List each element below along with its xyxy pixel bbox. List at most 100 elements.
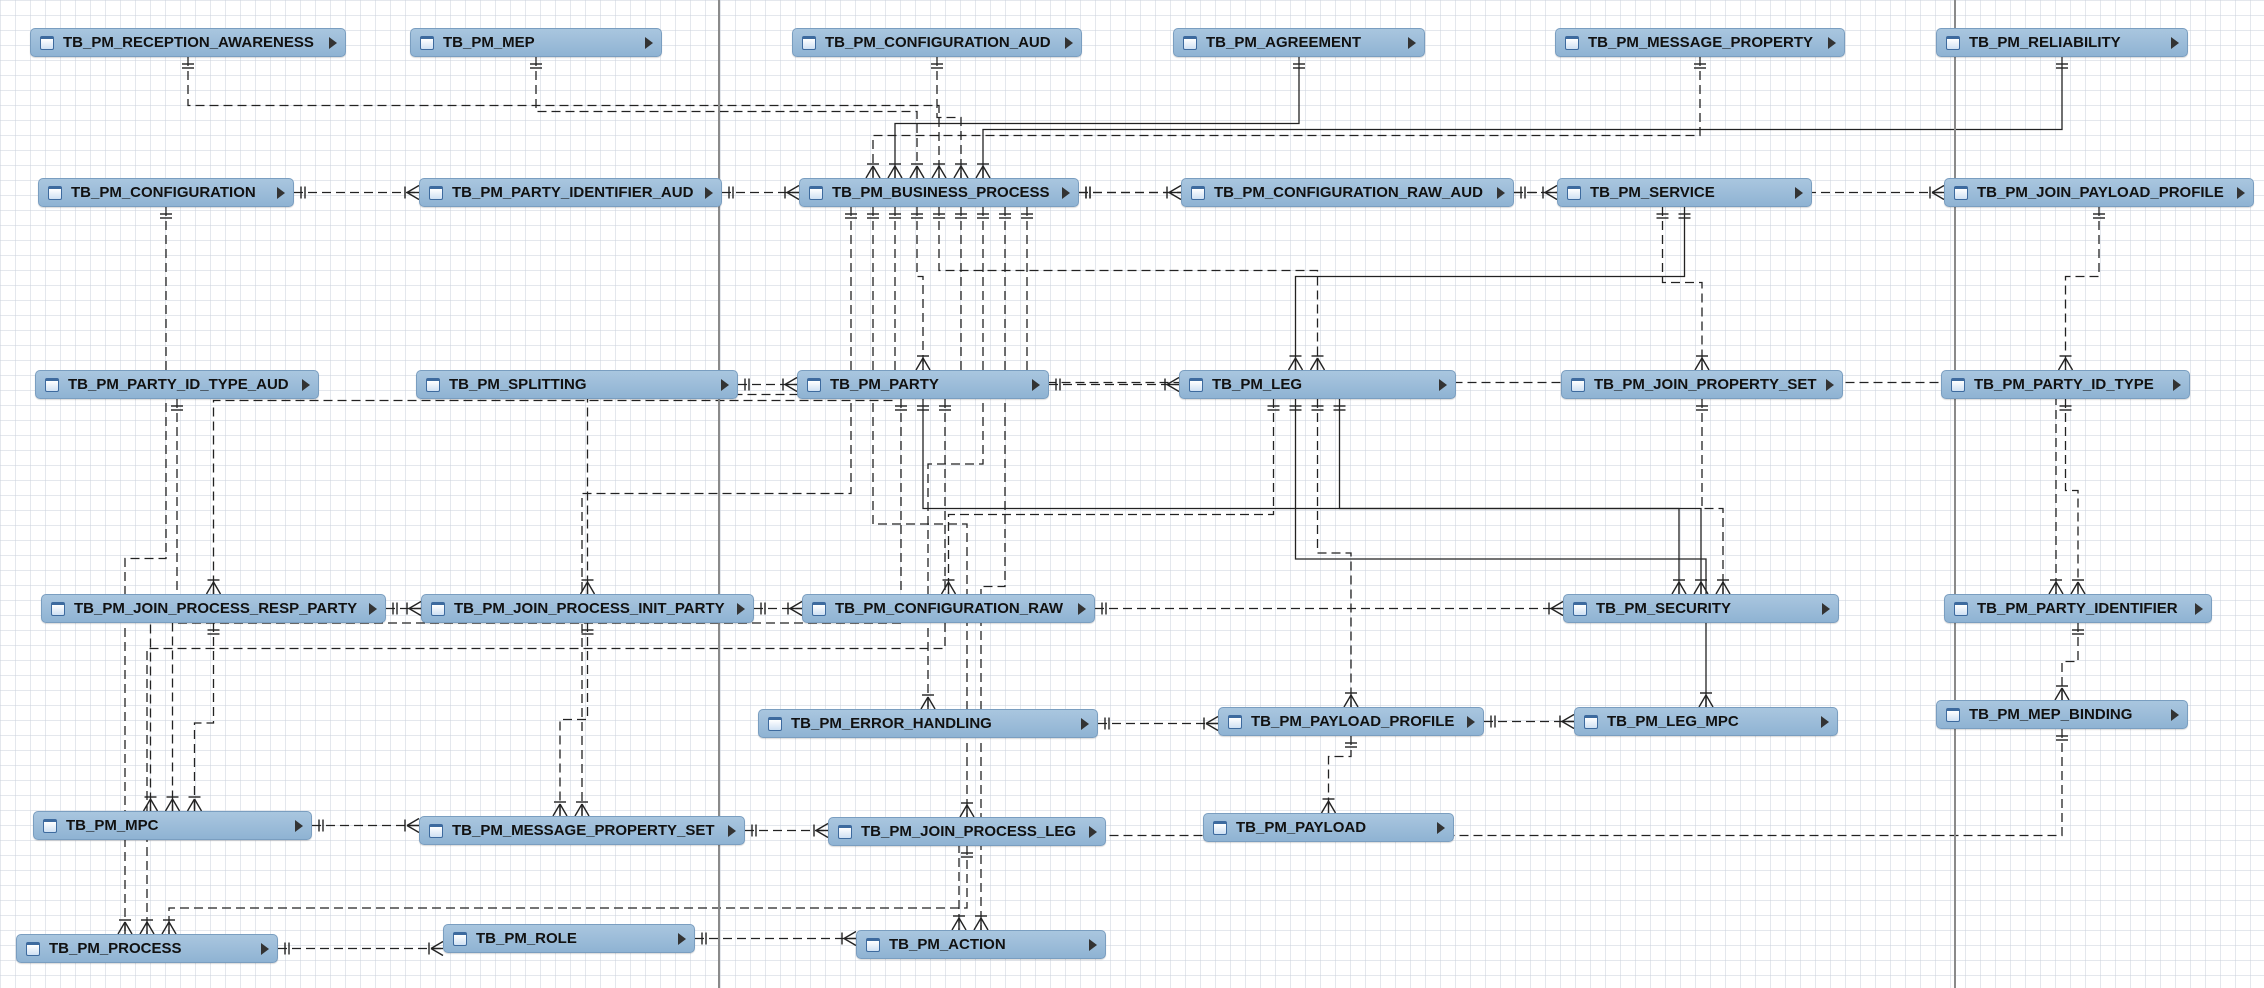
expand-arrow-icon[interactable] (2173, 378, 2181, 391)
entity-name: TB_PM_SPLITTING (449, 376, 587, 393)
entity-reliability[interactable]: TB_PM_RELIABILITY (1936, 28, 2188, 57)
entity-business-process[interactable]: TB_PM_BUSINESS_PROCESS (799, 178, 1079, 207)
relationship-mpc-message-property-set (312, 817, 420, 834)
entity-join-process-leg[interactable]: TB_PM_JOIN_PROCESS_LEG (828, 817, 1106, 846)
entity-join-property-set[interactable]: TB_PM_JOIN_PROPERTY_SET (1561, 370, 1843, 399)
table-icon (431, 601, 445, 616)
entity-error-handling[interactable]: TB_PM_ERROR_HANDLING (758, 709, 1098, 738)
table-icon (812, 601, 826, 616)
expand-arrow-icon[interactable] (737, 602, 745, 615)
relationship-business-process-party (911, 207, 931, 371)
entity-reception-awareness[interactable]: TB_PM_RECEPTION_AWARENESS (30, 28, 346, 57)
entity-mpc[interactable]: TB_PM_MPC (33, 811, 312, 840)
entity-party-identifier[interactable]: TB_PM_PARTY_IDENTIFIER (1944, 594, 2212, 623)
entity-join-payload-profile[interactable]: TB_PM_JOIN_PAYLOAD_PROFILE (1944, 178, 2254, 207)
relationship-payload-profile-payload (1320, 736, 1357, 814)
entity-party-identifier-aud[interactable]: TB_PM_PARTY_IDENTIFIER_AUD (419, 178, 722, 207)
entity-leg-mpc[interactable]: TB_PM_LEG_MPC (1574, 707, 1838, 736)
entity-service[interactable]: TB_PM_SERVICE (1557, 178, 1812, 207)
table-icon (1951, 377, 1965, 392)
entity-configuration-raw[interactable]: TB_PM_CONFIGURATION_RAW (802, 594, 1095, 623)
relationship-reception-awareness-business-process (182, 57, 947, 179)
entity-name: TB_PM_MEP (443, 34, 535, 51)
expand-arrow-icon[interactable] (678, 932, 686, 945)
expand-arrow-icon[interactable] (369, 602, 377, 615)
entity-role[interactable]: TB_PM_ROLE (443, 924, 695, 953)
expand-arrow-icon[interactable] (1467, 715, 1475, 728)
relationship-error-handling-payload-profile (1098, 715, 1219, 732)
relationship-business-process-party-identifier (1021, 207, 2064, 595)
expand-arrow-icon[interactable] (2237, 186, 2245, 199)
entity-party-id-type[interactable]: TB_PM_PARTY_ID_TYPE (1941, 370, 2190, 399)
relationship-business-process-join-process-resp-party (205, 207, 901, 595)
entity-mep-binding[interactable]: TB_PM_MEP_BINDING (1936, 700, 2188, 729)
expand-arrow-icon[interactable] (645, 36, 653, 49)
entity-name: TB_PM_CONFIGURATION (71, 184, 256, 201)
table-icon (809, 185, 823, 200)
expand-arrow-icon[interactable] (1826, 378, 1834, 391)
expand-arrow-icon[interactable] (1089, 938, 1097, 951)
expand-arrow-icon[interactable] (1828, 36, 1836, 49)
expand-arrow-icon[interactable] (277, 186, 285, 199)
entity-name: TB_PM_ROLE (476, 930, 577, 947)
expand-arrow-icon[interactable] (1821, 715, 1829, 728)
entity-configuration[interactable]: TB_PM_CONFIGURATION (38, 178, 294, 207)
expand-arrow-icon[interactable] (2171, 708, 2179, 721)
table-icon (429, 823, 443, 838)
expand-arrow-icon[interactable] (2171, 36, 2179, 49)
entity-configuration-raw-aud[interactable]: TB_PM_CONFIGURATION_RAW_AUD (1181, 178, 1514, 207)
entity-action[interactable]: TB_PM_ACTION (856, 930, 1106, 959)
table-icon (1946, 707, 1960, 722)
entity-mep[interactable]: TB_PM_MEP (410, 28, 662, 57)
expand-arrow-icon[interactable] (1089, 825, 1097, 838)
relationship-reliability-business-process (975, 57, 2068, 179)
expand-arrow-icon[interactable] (728, 824, 736, 837)
expand-arrow-icon[interactable] (261, 942, 269, 955)
entity-message-property-set[interactable]: TB_PM_MESSAGE_PROPERTY_SET (419, 816, 745, 845)
expand-arrow-icon[interactable] (295, 819, 303, 832)
entity-join-process-init-party[interactable]: TB_PM_JOIN_PROCESS_INIT_PARTY (421, 594, 754, 623)
entity-process[interactable]: TB_PM_PROCESS (16, 934, 278, 963)
entity-security[interactable]: TB_PM_SECURITY (1563, 594, 1839, 623)
expand-arrow-icon[interactable] (1497, 186, 1505, 199)
expand-arrow-icon[interactable] (1065, 36, 1073, 49)
table-icon (866, 937, 880, 952)
entity-splitting[interactable]: TB_PM_SPLITTING (416, 370, 738, 399)
entity-name: TB_PM_LEG_MPC (1607, 713, 1739, 730)
expand-arrow-icon[interactable] (721, 378, 729, 391)
entity-leg[interactable]: TB_PM_LEG (1179, 370, 1456, 399)
relationship-join-process-leg-process (161, 846, 973, 935)
expand-arrow-icon[interactable] (1078, 602, 1086, 615)
entity-payload-profile[interactable]: TB_PM_PAYLOAD_PROFILE (1218, 707, 1484, 736)
table-icon (420, 35, 434, 50)
expand-arrow-icon[interactable] (1032, 378, 1040, 391)
expand-arrow-icon[interactable] (1062, 186, 1070, 199)
expand-arrow-icon[interactable] (1437, 821, 1445, 834)
table-icon (1565, 35, 1579, 50)
entity-payload[interactable]: TB_PM_PAYLOAD (1203, 813, 1454, 842)
expand-arrow-icon[interactable] (1081, 717, 1089, 730)
relationship-mep-binding-action (951, 729, 2068, 931)
entity-name: TB_PM_SERVICE (1590, 184, 1715, 201)
expand-arrow-icon[interactable] (2195, 602, 2203, 615)
entity-message-property[interactable]: TB_PM_MESSAGE_PROPERTY (1555, 28, 1845, 57)
entity-agreement[interactable]: TB_PM_AGREEMENT (1173, 28, 1425, 57)
expand-arrow-icon[interactable] (705, 186, 713, 199)
relationship-party-identifier-mep-binding (2054, 623, 2084, 701)
table-icon (1573, 601, 1587, 616)
expand-arrow-icon[interactable] (1822, 602, 1830, 615)
entity-party[interactable]: TB_PM_PARTY (797, 370, 1049, 399)
relationship-splitting-party (738, 376, 798, 393)
relationship-process-role (278, 940, 444, 957)
expand-arrow-icon[interactable] (329, 36, 337, 49)
expand-arrow-icon[interactable] (1795, 186, 1803, 199)
entity-join-process-resp-party[interactable]: TB_PM_JOIN_PROCESS_RESP_PARTY (41, 594, 386, 623)
expand-arrow-icon[interactable] (1439, 378, 1447, 391)
expand-arrow-icon[interactable] (1408, 36, 1416, 49)
relationship-join-payload-profile-party-id-type (2057, 207, 2105, 371)
relationship-leg-configuration-raw (940, 399, 1280, 595)
entity-configuration-aud[interactable]: TB_PM_CONFIGURATION_AUD (792, 28, 1082, 57)
entity-party-id-type-aud[interactable]: TB_PM_PARTY_ID_TYPE_AUD (35, 370, 319, 399)
expand-arrow-icon[interactable] (302, 378, 310, 391)
